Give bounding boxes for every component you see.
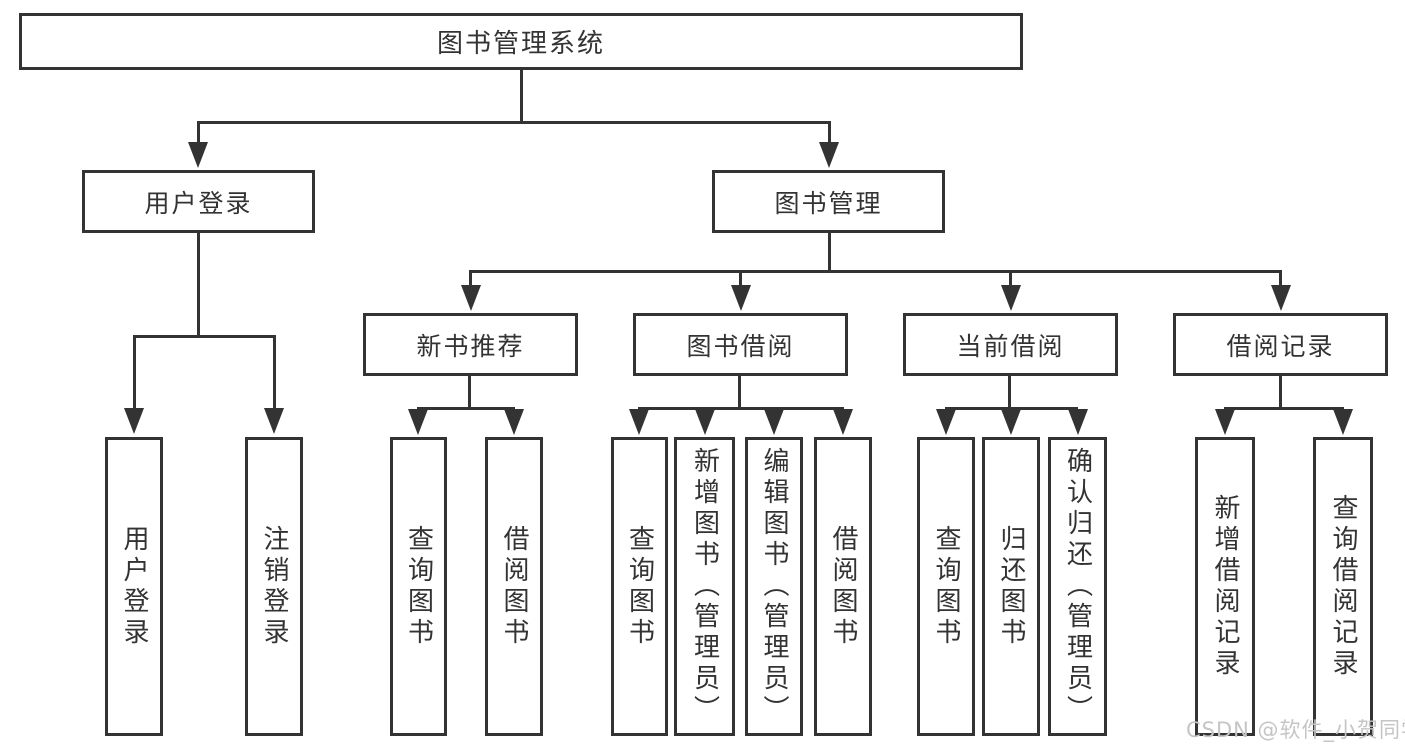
- arrowhead-icon: [1333, 409, 1353, 435]
- connector-borrow-record-stem: [1279, 376, 1282, 409]
- connector-user-login-splitter: [132, 334, 276, 338]
- arrowhead-icon: [1001, 409, 1021, 435]
- connector-current-borrow-stem: [1008, 376, 1011, 409]
- connector-root-stem: [519, 69, 523, 123]
- node-leaf-return-book: 归还图书: [982, 437, 1040, 736]
- connector-stem-borrow-record: [1279, 271, 1282, 289]
- connector-user-login-stem: [196, 233, 200, 337]
- arrowhead-icon: [408, 409, 428, 435]
- node-leaf-confirm-return-admin: 确认归还（管理员）: [1048, 437, 1107, 736]
- watermark: CSDN @软件_小贺同学: [1186, 718, 1405, 742]
- node-leaf-edit-book-admin: 编辑图书（管理员）: [745, 437, 803, 736]
- node-book-borrow: 图书借阅: [633, 313, 848, 376]
- connector-book-management-stem: [827, 233, 831, 272]
- node-leaf-query-book-3: 查询图书: [917, 437, 975, 736]
- node-label: 当前借阅: [956, 331, 1065, 361]
- node-label: 注销登录: [259, 524, 289, 649]
- connector-book-borrow-stem: [738, 376, 741, 409]
- node-user-login: 用户登录: [82, 170, 315, 233]
- node-label: 编辑图书（管理员）: [759, 447, 789, 726]
- node-label: 新增借阅记录: [1210, 493, 1240, 680]
- connector-stem-logout-leaf: [272, 335, 276, 411]
- node-borrow-record: 借阅记录: [1173, 313, 1388, 376]
- connector-stem-new-book: [469, 271, 472, 289]
- node-leaf-user-login: 用户登录: [105, 437, 163, 736]
- node-label: 借阅图书: [499, 524, 529, 649]
- connector-new-book-stem: [467, 376, 471, 409]
- node-leaf-add-borrow-record: 新增借阅记录: [1195, 437, 1255, 736]
- arrowhead-icon: [629, 409, 649, 435]
- node-label: 新书推荐: [416, 331, 525, 361]
- arrowhead-icon: [936, 409, 956, 435]
- arrowhead-icon: [460, 285, 481, 311]
- node-current-borrow: 当前借阅: [903, 313, 1118, 376]
- connector-current-borrow-splitter: [945, 406, 1078, 410]
- node-label: 确认归还（管理员）: [1062, 447, 1093, 726]
- arrowhead-icon: [833, 409, 853, 435]
- node-label: 借阅图书: [828, 524, 858, 649]
- node-library-system: 图书管理系统: [19, 13, 1023, 70]
- node-label: 图书管理: [774, 188, 883, 218]
- node-label: 图书管理系统: [436, 29, 605, 59]
- node-label: 图书借阅: [686, 331, 795, 361]
- connector-stem-book-management: [827, 122, 831, 146]
- connector-stem-login-leaf: [132, 335, 136, 411]
- connector-stem-book-borrow: [739, 271, 742, 289]
- connector-new-book-splitter: [417, 406, 515, 410]
- node-leaf-borrow-book-2: 借阅图书: [814, 437, 872, 736]
- node-new-book-recommend: 新书推荐: [363, 313, 578, 376]
- connector-stem-user-login: [196, 122, 200, 146]
- arrowhead-icon: [1270, 285, 1291, 311]
- node-label: 借阅记录: [1226, 331, 1335, 361]
- connector-top-splitter: [196, 120, 831, 124]
- node-leaf-query-book-1: 查询图书: [390, 437, 447, 736]
- node-label: 新增图书（管理员）: [689, 447, 720, 726]
- node-label: 查询图书: [931, 524, 961, 649]
- node-label: 查询图书: [403, 524, 434, 649]
- arrowhead-icon: [819, 142, 839, 168]
- connector-borrow-record-splitter: [1224, 406, 1344, 410]
- arrowhead-icon: [124, 408, 144, 434]
- arrowhead-icon: [730, 285, 751, 311]
- node-label: 归还图书: [996, 524, 1026, 649]
- connector-stem-current-borrow: [1009, 271, 1012, 289]
- node-label: 用户登录: [119, 524, 149, 649]
- arrowhead-icon: [695, 409, 715, 435]
- connector-book-borrow-splitter: [638, 406, 844, 410]
- arrowhead-icon: [188, 142, 208, 168]
- node-book-management: 图书管理: [712, 170, 945, 233]
- arrowhead-icon: [764, 409, 784, 435]
- arrowhead-icon: [1067, 409, 1088, 435]
- arrowhead-icon: [504, 409, 524, 435]
- arrowhead-icon: [1215, 409, 1235, 435]
- node-leaf-query-borrow-record: 查询借阅记录: [1313, 437, 1373, 736]
- node-leaf-logout: 注销登录: [245, 437, 303, 736]
- connector-level3-splitter: [469, 269, 1282, 273]
- arrowhead-icon: [1000, 285, 1021, 311]
- node-leaf-borrow-book-1: 借阅图书: [485, 437, 543, 736]
- node-label: 查询借阅记录: [1328, 493, 1358, 680]
- node-leaf-query-book-2: 查询图书: [611, 437, 668, 736]
- node-leaf-add-book-admin: 新增图书（管理员）: [674, 437, 735, 736]
- arrowhead-icon: [264, 408, 284, 434]
- node-label: 查询图书: [624, 524, 655, 649]
- node-label: 用户登录: [144, 188, 253, 218]
